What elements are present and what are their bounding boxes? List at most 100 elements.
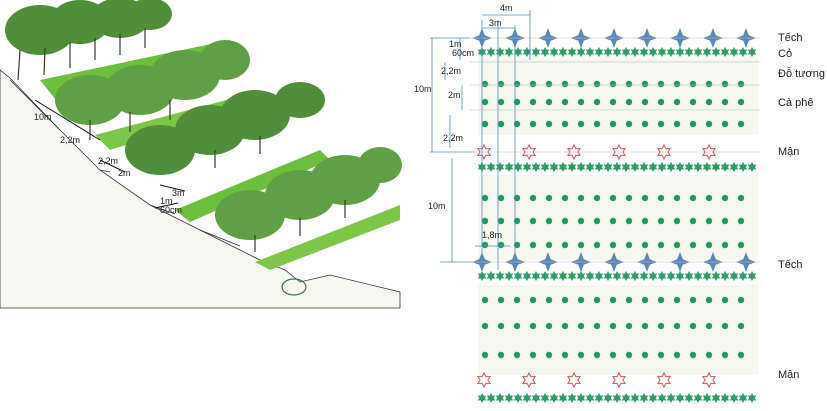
coffee-plant [721,296,729,304]
coffee-plant [545,322,553,330]
coffee-plant [625,80,633,88]
coffee-plant [657,217,665,225]
grass-tuft [702,47,712,57]
grass-tuft [495,393,505,403]
grass-tuft [522,162,532,172]
label-do-tuong: Đỗ tương [778,67,825,80]
coffee-plant [705,296,713,304]
grass-tuft [540,162,550,172]
coffee-plant [593,194,601,202]
band-lower [478,285,758,375]
coffee-plant [609,80,617,88]
coffee-plant [481,241,489,249]
grass-tuft [603,162,613,172]
label-co: Cỏ [778,48,792,60]
coffee-plant [529,217,537,225]
coffee-plant [721,322,729,330]
grass-tuft [612,271,622,281]
grass-tuft [684,393,694,403]
grass-tuft [477,271,487,281]
dim-2-2m-b: 2,2m [443,133,463,143]
grass-tuft [576,162,586,172]
grass-tuft [558,47,568,57]
coffee-plant [657,80,665,88]
coffee-plant [513,241,521,249]
coffee-plant [497,241,505,249]
illustration-label-60cm: 60cm [160,205,182,215]
coffee-plant [625,322,633,330]
grass-tuft [684,47,694,57]
grass-tuft [567,393,577,403]
coffee-plant [625,351,633,359]
coffee-plant [721,241,729,249]
label-tech-top: Tếch [778,32,802,44]
illustration-dimensions [34,99,186,209]
grass-tuft [513,47,523,57]
coffee-plant [625,296,633,304]
coffee-plant [737,351,745,359]
grass-tuft [666,47,676,57]
grass-tuft [486,393,496,403]
coffee-plant [561,351,569,359]
coffee-plant [689,98,697,106]
coffee-plant [545,217,553,225]
coffee-plant [561,322,569,330]
label-man-bottom: Mận [778,369,799,381]
grass-tuft [531,47,541,57]
grass-tuft [621,271,631,281]
grass-tuft [639,393,649,403]
coffee-plant [609,217,617,225]
illustration-label-10m: 10m [34,112,52,122]
coffee-plant [561,98,569,106]
dim-10m-top: 10m [414,84,432,94]
coffee-plant [545,80,553,88]
grass-tuft [693,393,703,403]
grass-tuft [657,47,667,57]
dim-1m: 1m [449,39,462,49]
grass-tuft [495,162,505,172]
coffee-plant [545,351,553,359]
grass-tuft [738,47,748,57]
coffee-plant [625,241,633,249]
tree-band-3 [125,82,325,175]
coffee-plant [705,80,713,88]
dim-3m: 3m [489,18,502,28]
coffee-plant [513,217,521,225]
grass-tuft [567,162,577,172]
grass-tuft [585,271,595,281]
coffee-plant [561,296,569,304]
grass-tuft [720,271,730,281]
coffee-plant [721,120,729,128]
plum-tree [566,371,582,389]
coffee-plant [577,322,585,330]
plum-tree [656,143,672,161]
grass-tuft [603,271,613,281]
coffee-plant [577,80,585,88]
grass-tuft [675,271,685,281]
coffee-plant [497,217,505,225]
grass-tuft [612,393,622,403]
coffee-plant [497,194,505,202]
grass-tuft [603,47,613,57]
grass-tuft [720,162,730,172]
coffee-plant [513,351,521,359]
coffee-plant [561,80,569,88]
coffee-plant [481,194,489,202]
grass-tuft [702,393,712,403]
coffee-plant [737,98,745,106]
coffee-plant [641,217,649,225]
coffee-plant [593,351,601,359]
coffee-plant [577,296,585,304]
grass-tuft [738,393,748,403]
coffee-plant [641,296,649,304]
coffee-plant [737,80,745,88]
coffee-plant [657,98,665,106]
grass-tuft [657,393,667,403]
coffee-plant [577,194,585,202]
coffee-plant [609,296,617,304]
illustration-label-2-2m: 2,2m [60,135,80,145]
coffee-plant [577,241,585,249]
coffee-plant [529,194,537,202]
grass-tuft [522,47,532,57]
grass-tuft [747,47,757,57]
